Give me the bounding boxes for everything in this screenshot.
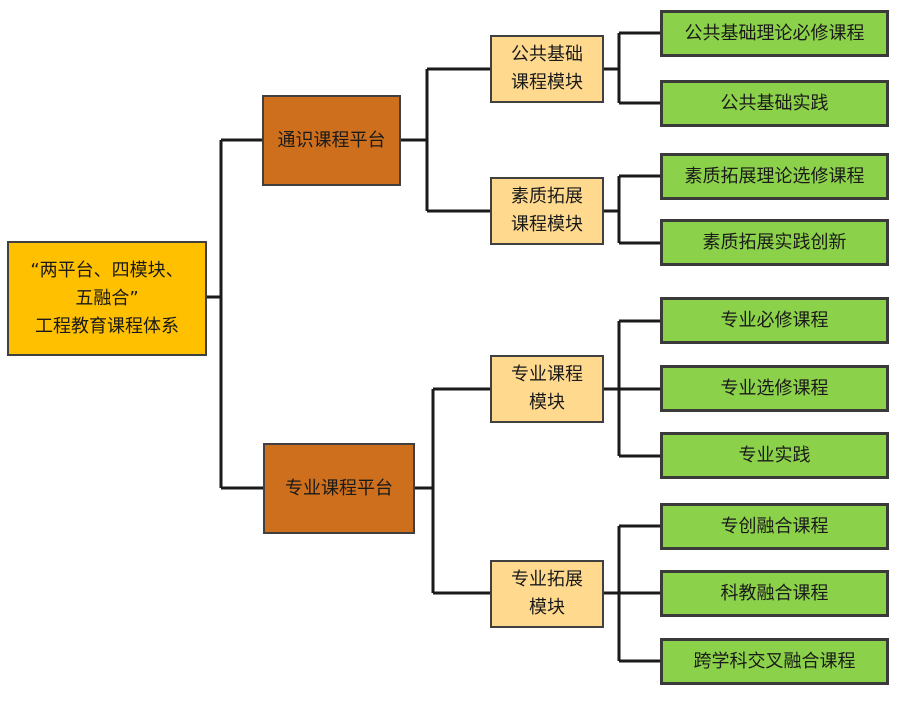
course-node: 素质拓展实践创新	[660, 219, 889, 266]
platform-general: 通识课程平台	[262, 95, 401, 186]
module-quality-expansion-label: 素质拓展 课程模块	[511, 186, 583, 235]
module-public-basics-label: 公共基础 课程模块	[511, 44, 583, 93]
platform-professional-label: 专业课程平台	[285, 477, 393, 499]
platform-professional: 专业课程平台	[263, 443, 415, 534]
module-professional-course-label: 专业课程 模块	[511, 364, 583, 413]
course-label: 公共基础实践	[720, 92, 829, 114]
course-node: 专业必修课程	[660, 297, 889, 344]
module-quality-expansion: 素质拓展 课程模块	[490, 177, 604, 245]
course-label: 素质拓展理论选修课程	[684, 165, 865, 187]
course-node: 专创融合课程	[660, 503, 889, 550]
course-node: 科教融合课程	[660, 570, 889, 617]
module-professional-expansion: 专业拓展 模块	[490, 560, 604, 628]
course-label: 专创融合课程	[720, 515, 829, 537]
root-node: “两平台、四模块、 五融合” 工程教育课程体系	[7, 241, 207, 356]
course-label: 科教融合课程	[720, 582, 829, 604]
course-node: 素质拓展理论选修课程	[660, 153, 889, 200]
course-label: 素质拓展实践创新	[702, 231, 847, 253]
course-node: 专业实践	[660, 432, 889, 479]
root-label: “两平台、四模块、 五融合” 工程教育课程体系	[30, 259, 184, 337]
course-node: 专业选修课程	[660, 365, 889, 412]
course-label: 专业必修课程	[720, 309, 829, 331]
course-label: 专业选修课程	[720, 377, 829, 399]
module-professional-expansion-label: 专业拓展 模块	[511, 569, 583, 618]
course-node: 公共基础实践	[660, 80, 889, 127]
course-label: 跨学科交叉融合课程	[693, 650, 856, 672]
course-node: 跨学科交叉融合课程	[660, 638, 889, 685]
platform-general-label: 通识课程平台	[277, 129, 386, 151]
module-public-basics: 公共基础 课程模块	[490, 35, 604, 103]
module-professional-course: 专业课程 模块	[490, 355, 604, 423]
course-label: 公共基础理论必修课程	[684, 22, 865, 44]
course-label: 专业实践	[738, 444, 811, 466]
course-node: 公共基础理论必修课程	[660, 10, 889, 57]
